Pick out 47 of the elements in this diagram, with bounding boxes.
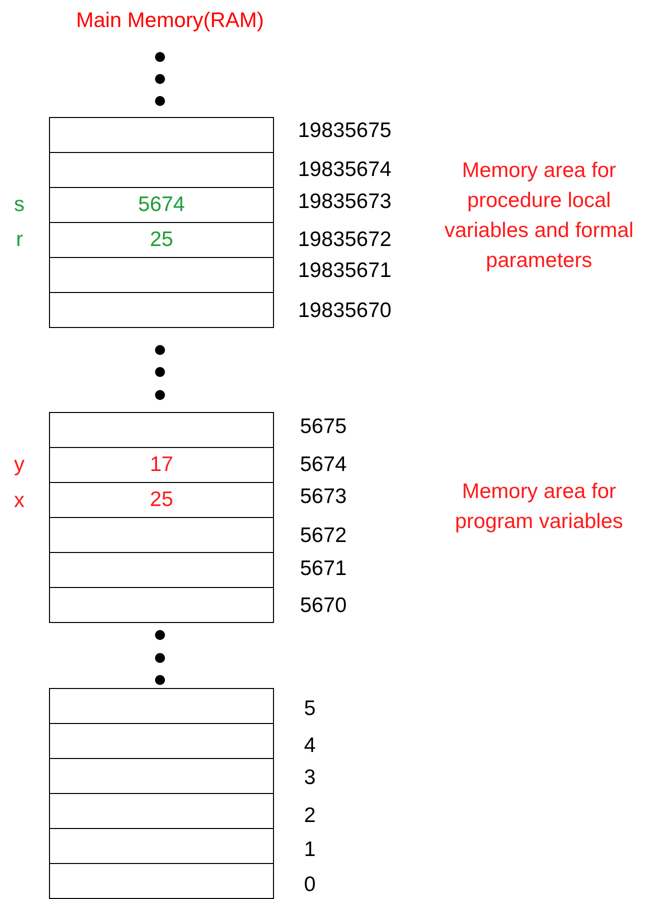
address-label: 5671	[300, 557, 347, 581]
variable-name: x	[14, 489, 24, 513]
address-label: 19835673	[298, 190, 392, 214]
cell-value: 17	[150, 453, 174, 477]
memory-cell	[49, 688, 274, 724]
memory-cell	[49, 447, 274, 483]
memory-cell	[49, 222, 274, 258]
memory-area-note: Memory area for program variables	[454, 479, 624, 535]
address-label: 19835672	[298, 228, 392, 252]
address-label: 5675	[300, 415, 347, 439]
memory-cell	[49, 482, 274, 518]
title: Main Memory(RAM)	[75, 9, 265, 33]
memory-cell	[49, 257, 274, 293]
address-label: 0	[304, 873, 316, 897]
address-label: 19835675	[298, 119, 392, 143]
address-label: 19835671	[298, 259, 392, 283]
memory-cell	[49, 117, 274, 153]
memory-area-note: Memory area for procedure local variables and formal parameters	[443, 158, 635, 274]
address-label: 5670	[300, 594, 347, 618]
address-label: 5	[304, 697, 316, 721]
variable-name: r	[16, 228, 23, 252]
memory-cell	[49, 863, 274, 899]
cell-value: 25	[150, 488, 174, 512]
memory-cell	[49, 187, 274, 223]
memory-cell	[49, 758, 274, 794]
address-label: 19835674	[298, 158, 392, 182]
address-label: 5672	[300, 524, 347, 548]
memory-cell	[49, 292, 274, 328]
memory-cell	[49, 828, 274, 864]
variable-name: y	[14, 453, 24, 477]
memory-cell	[49, 587, 274, 623]
memory-cell	[49, 723, 274, 759]
address-label: 1	[304, 838, 316, 862]
address-label: 19835670	[298, 299, 392, 323]
address-label: 5674	[300, 453, 347, 477]
address-label: 2	[304, 804, 316, 828]
memory-cell	[49, 552, 274, 588]
address-label: 5673	[300, 485, 347, 509]
memory-cell	[49, 517, 274, 553]
address-label: 3	[304, 766, 316, 790]
cell-value: 5674	[138, 193, 185, 217]
memory-cell	[49, 152, 274, 188]
address-label: 4	[304, 734, 316, 758]
variable-name: s	[14, 193, 24, 217]
cell-value: 25	[150, 228, 174, 252]
memory-cell	[49, 412, 274, 448]
memory-cell	[49, 793, 274, 829]
